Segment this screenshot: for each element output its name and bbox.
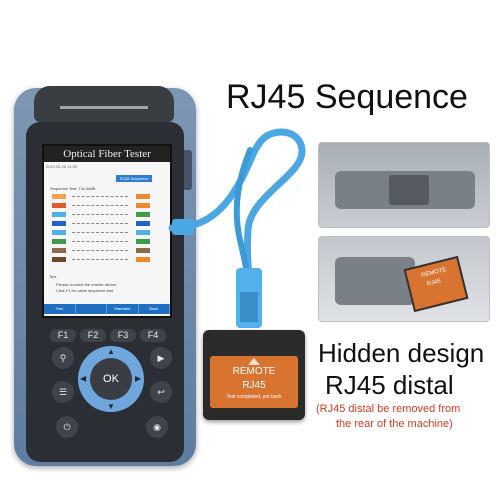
remote-title: REMOTE (232, 366, 276, 377)
sequence-rows (52, 194, 162, 266)
f4-key[interactable]: F4 (140, 329, 166, 342)
ok-button[interactable]: OK (90, 358, 132, 400)
pin-left (52, 248, 66, 253)
cable-line (168, 128, 306, 304)
light-icon[interactable]: ◉ (146, 416, 168, 438)
f3-key[interactable]: F3 (110, 329, 136, 342)
tips-text-line1: Please connect the remote device. (56, 282, 118, 287)
pin-wire (72, 241, 128, 243)
tips-label: Tips (49, 274, 57, 279)
pin-left (52, 221, 66, 226)
menu-icon[interactable]: ☰ (52, 381, 74, 403)
pin-left (52, 203, 66, 208)
note-line2: the rear of the machine) (336, 418, 453, 430)
pin-wire (72, 223, 128, 225)
exit-icon[interactable]: ↩ (150, 381, 172, 403)
pin-left (52, 239, 66, 244)
down-arrow-icon[interactable]: ▼ (107, 402, 115, 411)
pin-wire (72, 250, 128, 252)
headline: RJ45 Sequence (226, 78, 468, 116)
play-pause-icon[interactable]: ▶ (150, 347, 172, 369)
note-line1: (RJ45 distal be removed from (316, 403, 461, 415)
pin-left (52, 212, 66, 217)
sequence-row (52, 257, 162, 264)
mode-button[interactable]: RJ45 Sequence (116, 175, 153, 182)
pin-wire (72, 214, 128, 216)
remote-arrow-icon (248, 358, 260, 365)
device-top-cap (34, 86, 174, 122)
sequence-row (52, 239, 162, 246)
f2-key[interactable]: F2 (80, 329, 106, 342)
pin-right (136, 239, 150, 244)
zoom-icon[interactable]: ⚲ (52, 347, 74, 369)
tips-text-line2: Click F1 for cable sequence test. (56, 288, 115, 293)
remote-subtitle: RJ45 (242, 380, 266, 391)
inset-photo-slot-open (318, 236, 490, 322)
rj45-plug-boot (240, 292, 258, 322)
inset-photo-slot-closed (318, 142, 490, 228)
pin-right (136, 203, 150, 208)
pin-left (52, 230, 66, 235)
remote-note: Test completed, put back (226, 394, 282, 400)
right-arrow-icon[interactable]: ▶ (135, 374, 142, 383)
device-top-stripe (60, 106, 148, 109)
pin-wire (72, 205, 128, 207)
rj45-plug-device (172, 219, 194, 235)
pin-right (136, 230, 150, 235)
softkey-back[interactable]: Back (139, 304, 170, 314)
pin-right (136, 248, 150, 253)
softkey-empty[interactable] (76, 304, 107, 314)
screen-title: Optical Fiber Tester (44, 146, 170, 162)
pin-right (136, 257, 150, 262)
hidden-design-text: Hidden design (318, 338, 485, 368)
sequence-row (52, 203, 162, 210)
left-arrow-icon[interactable]: ◀ (80, 374, 87, 383)
sequence-row (52, 212, 162, 219)
up-arrow-icon[interactable]: ▲ (107, 347, 115, 356)
sequence-row (52, 221, 162, 228)
rj45-distal-text: RJ45 distal (325, 370, 454, 400)
sequence-row (52, 230, 162, 237)
f1-key[interactable]: F1 (50, 329, 76, 342)
pin-right (136, 194, 150, 199)
screen-status-bar: 2019.04.26 14:00 (46, 164, 78, 169)
sequence-test-label: Sequence Test: TIA-568B (50, 186, 96, 191)
sequence-row (52, 194, 162, 201)
sequence-row (52, 248, 162, 255)
pin-right (136, 212, 150, 217)
power-icon[interactable]: ⏻ (56, 416, 78, 438)
pin-left (52, 194, 66, 199)
pin-wire (72, 232, 128, 234)
pin-wire (72, 259, 128, 261)
pin-right (136, 221, 150, 226)
softkey-bar: Test Standard Back (44, 304, 170, 314)
pin-left (52, 257, 66, 262)
pin-wire (72, 196, 128, 198)
softkey-standard[interactable]: Standard (107, 304, 139, 314)
softkey-test[interactable]: Test (44, 304, 76, 314)
